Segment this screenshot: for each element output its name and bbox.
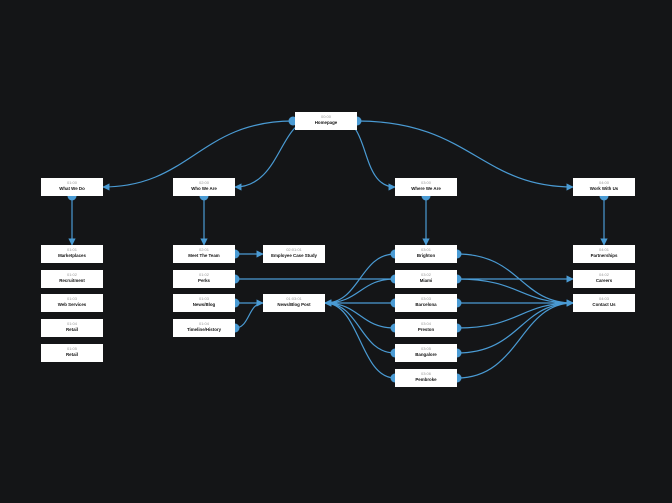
node-label: Recruitment — [59, 277, 85, 283]
node-retail-1[interactable]: 01:04 Retail — [41, 319, 103, 337]
link-bangalore-post — [324, 299, 396, 354]
link-preston-contact — [456, 299, 574, 329]
node-what-we-do[interactable]: 01:00 What We Do — [41, 178, 103, 196]
node-code: 01:03 — [66, 296, 77, 301]
node-code: 01:03 — [198, 296, 209, 301]
node-code: 04:00 — [598, 180, 609, 185]
node-recruitment[interactable]: 01:02 Recruitment — [41, 270, 103, 288]
node-partnerships[interactable]: 04:01 Partnerships — [573, 245, 635, 263]
node-code: 01:04 — [198, 321, 209, 326]
node-code: 01:02 — [198, 272, 209, 277]
node-label: Retail — [66, 326, 78, 332]
node-timeline-history[interactable]: 01:04 Timeline/History — [173, 319, 235, 337]
node-code: 03:00 — [420, 180, 431, 185]
node-label: Employee Case Study — [271, 252, 317, 258]
node-bangalore[interactable]: 03:05 Bangalore — [395, 344, 457, 362]
link-miami-contact — [456, 278, 574, 307]
link-pembroke-post — [324, 299, 396, 379]
node-contact-us[interactable]: 04:03 Contact Us — [573, 294, 635, 312]
node-employee-case-study[interactable]: 02:01:01 Employee Case Study — [263, 245, 325, 263]
node-label: Barcelona — [415, 301, 437, 307]
link-home-work — [356, 120, 574, 191]
node-careers[interactable]: 04:02 Careers — [573, 270, 635, 288]
node-code: 02:01 — [198, 247, 209, 252]
node-label: Preston — [417, 326, 435, 332]
node-label: News/Blog — [192, 301, 216, 307]
node-label: Careers — [595, 277, 613, 283]
link-timeline-post — [234, 302, 264, 329]
node-retail-2[interactable]: 01:05 Retail — [41, 344, 103, 362]
node-meet-the-team[interactable]: 02:01 Meet The Team — [173, 245, 235, 263]
node-code: 03:04 — [420, 321, 431, 326]
link-miami-post — [324, 278, 396, 307]
node-perks[interactable]: 01:02 Perks — [173, 270, 235, 288]
node-code: 04:02 — [598, 272, 609, 277]
node-label: Bangalore — [415, 351, 437, 357]
node-code: 01:00 — [66, 180, 77, 185]
node-who-we-are[interactable]: 02:00 Who We Are — [173, 178, 235, 196]
link-home-who — [234, 120, 311, 191]
node-code: 04:03 — [598, 296, 609, 301]
node-code: 01:02 — [66, 272, 77, 277]
link-brighton-contact — [456, 253, 574, 307]
node-label: Homepage — [314, 119, 338, 125]
node-code: 04:01 — [598, 247, 609, 252]
node-label: Partnerships — [590, 252, 618, 258]
link-preston-post — [324, 299, 396, 329]
node-code: 02:01:01 — [286, 247, 302, 252]
node-label: Meet The Team — [188, 252, 220, 258]
node-label: Work With Us — [589, 185, 619, 191]
node-homepage[interactable]: 00:00 Homepage — [295, 112, 357, 130]
node-miami[interactable]: 03:02 Miami — [395, 270, 457, 288]
node-label: Where We Are — [411, 185, 441, 191]
node-where-we-are[interactable]: 03:00 Where We Are — [395, 178, 457, 196]
node-code: 02:00 — [198, 180, 209, 185]
node-label: News/Blog Post — [277, 301, 311, 307]
node-marketplaces[interactable]: 01:01 Marketplaces — [41, 245, 103, 263]
node-label: Who We Are — [191, 185, 217, 191]
node-brighton[interactable]: 03:01 Brighton — [395, 245, 457, 263]
node-label: Perks — [198, 277, 210, 283]
node-label: Miami — [419, 277, 433, 283]
node-preston[interactable]: 03:04 Preston — [395, 319, 457, 337]
node-code: 03:01 — [420, 247, 431, 252]
link-pembroke-contact — [456, 299, 574, 379]
node-code: 03:03 — [420, 296, 431, 301]
link-bangalore-contact — [456, 299, 574, 354]
node-barcelona[interactable]: 03:03 Barcelona — [395, 294, 457, 312]
node-code: 03:06 — [420, 371, 431, 376]
node-label: Timeline/History — [186, 326, 222, 332]
node-label: Retail — [66, 351, 78, 357]
node-label: Pembroke — [415, 376, 437, 382]
node-news-blog-post[interactable]: 01:03:01 News/Blog Post — [263, 294, 325, 312]
node-label: Marketplaces — [58, 252, 86, 258]
link-home-what — [102, 120, 294, 191]
node-label: Brighton — [416, 252, 436, 258]
node-code: 01:04 — [66, 321, 77, 326]
node-news-blog[interactable]: 01:03 News/Blog — [173, 294, 235, 312]
node-web-services[interactable]: 01:03 Web Services — [41, 294, 103, 312]
node-label: What We Do — [59, 185, 85, 191]
node-code: 01:05 — [66, 346, 77, 351]
node-code: 01:03:01 — [286, 296, 302, 301]
node-label: Contact Us — [592, 301, 616, 307]
node-work-with-us[interactable]: 04:00 Work With Us — [573, 178, 635, 196]
node-code: 01:01 — [66, 247, 77, 252]
link-brighton-post — [324, 253, 396, 307]
node-label: Web Services — [57, 301, 87, 307]
node-code: 03:02 — [420, 272, 431, 277]
node-code: 03:05 — [420, 346, 431, 351]
link-home-where — [340, 120, 396, 191]
node-code: 00:00 — [320, 114, 331, 119]
node-pembroke[interactable]: 03:06 Pembroke — [395, 369, 457, 387]
